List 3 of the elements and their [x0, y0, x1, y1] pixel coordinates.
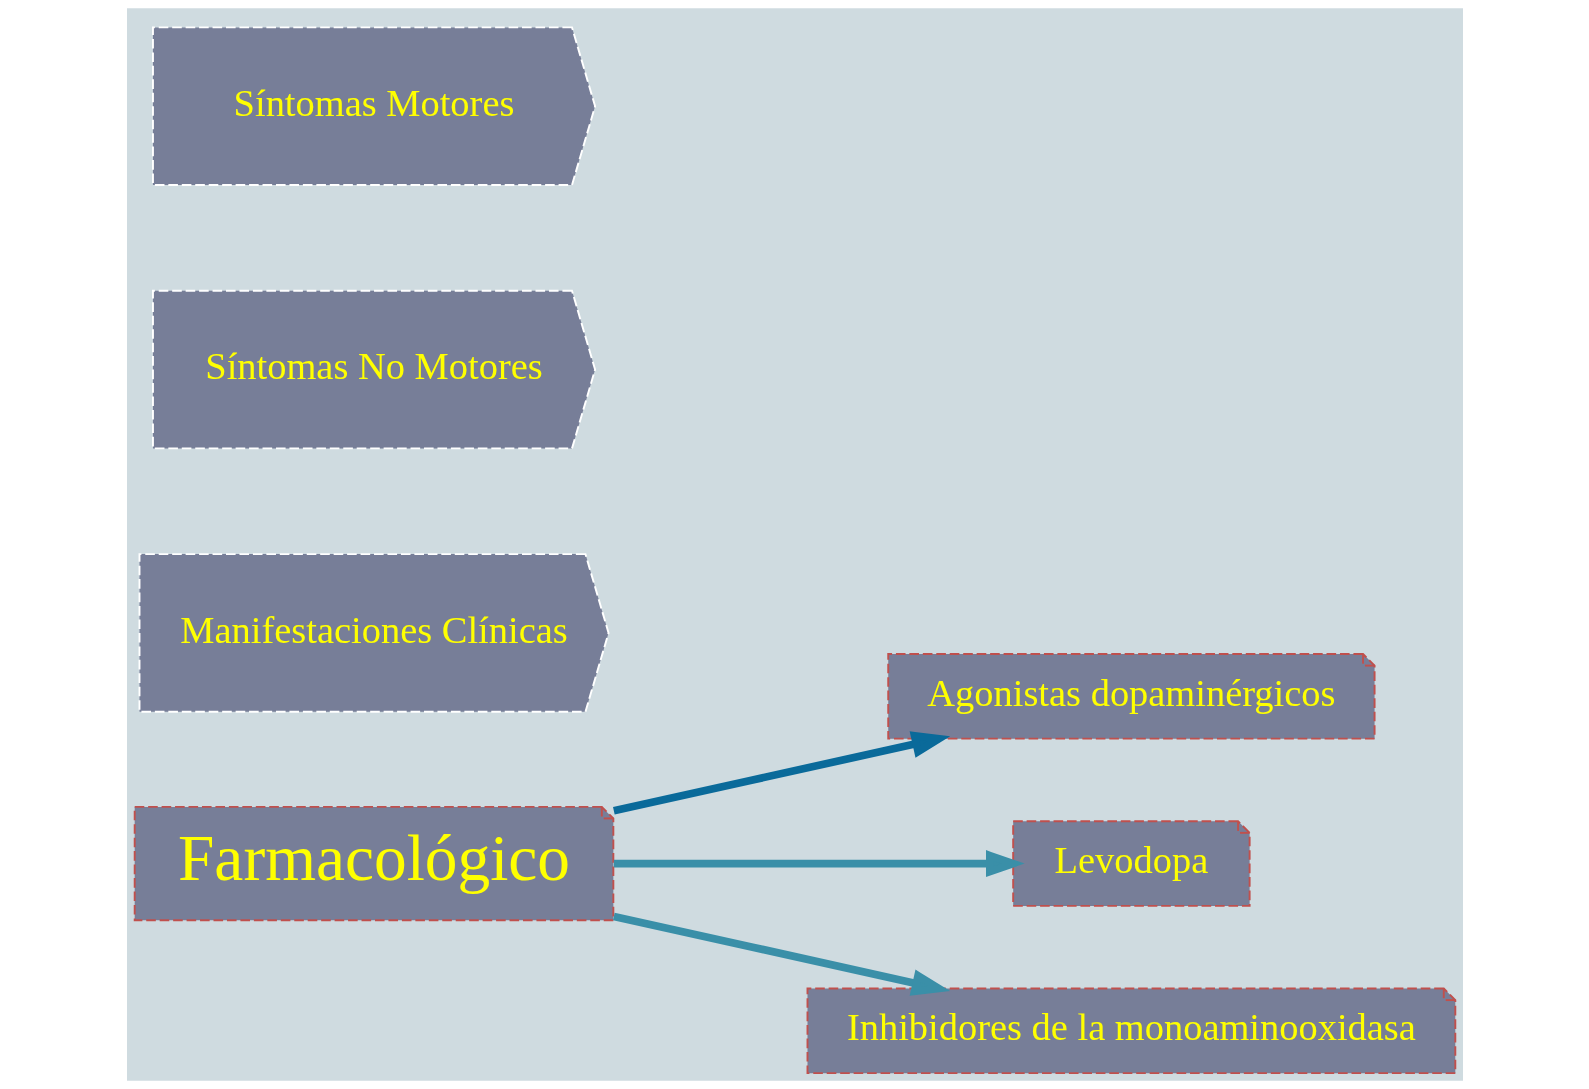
arrow: [613, 850, 1025, 878]
arrow: [612, 912, 950, 996]
arrow: [612, 731, 950, 815]
